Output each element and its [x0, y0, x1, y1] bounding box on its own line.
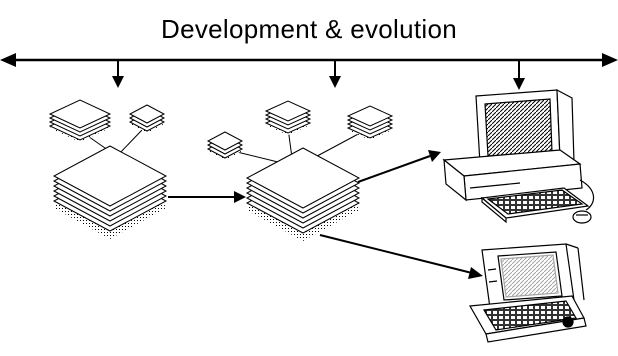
small-document-stack [206, 131, 244, 160]
timeline-drop-arrow [329, 60, 341, 88]
timeline-drop-arrow [112, 60, 124, 88]
timeline-arrow [0, 53, 618, 67]
flow-arrow-stack1-to-stack2 [168, 191, 246, 203]
portable-computer-icon [469, 243, 587, 343]
desktop-computer-icon [442, 88, 595, 224]
small-document-stack [128, 104, 166, 133]
document-stack-2 [245, 147, 361, 241]
small-document-stack [346, 105, 394, 140]
diagram-title: Development & evolution [161, 14, 457, 44]
flow-arrow-stack2-to-laptop [319, 234, 483, 279]
document-stack-1 [52, 145, 168, 239]
flow-arrow-stack2-to-desktop [357, 150, 441, 183]
timeline-drop-arrow [513, 60, 525, 90]
small-document-stack [264, 100, 312, 135]
small-document-stack [48, 99, 112, 142]
